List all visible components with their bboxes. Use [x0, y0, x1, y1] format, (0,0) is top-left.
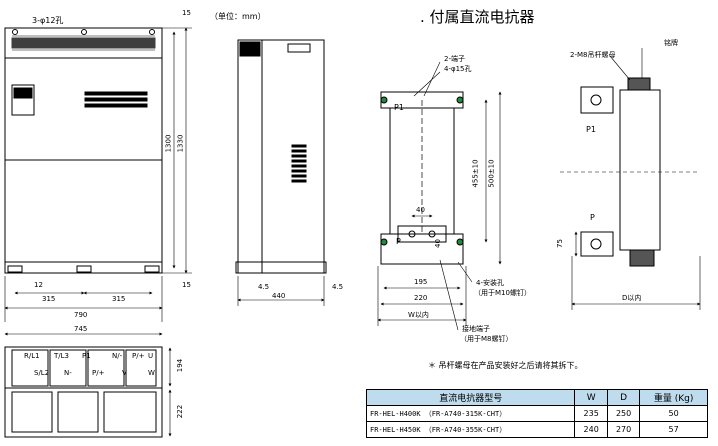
cell-model: FR-HEL-H400K （FR-A740-315K-CHT）	[365, 405, 576, 422]
reactor-side-view	[560, 77, 700, 267]
dim-reactor-455: 455±10	[471, 159, 480, 188]
dim-hole-offset: 12	[34, 281, 43, 289]
reactor-spec-table: 直流电抗器型号 W D 重量 (Kg) FR-HEL-H400K （FR-A74…	[365, 389, 708, 438]
cell-w: 235	[574, 405, 608, 422]
inverter-front-view	[4, 27, 163, 274]
cell-w: 240	[574, 421, 608, 438]
label-side-p1: P1	[586, 125, 596, 134]
dim-reactor-220: 220	[414, 294, 428, 302]
terminal-p-plus: P/+	[132, 352, 145, 360]
terminal-r-l1: R/L1	[24, 352, 40, 360]
label-reactor-p: P	[396, 237, 401, 246]
dim-side-75: 75	[555, 239, 564, 248]
terminal-n-minus: N/-	[112, 352, 123, 360]
removal-note: ＊ 吊杆螺母在产品安装好之后请将其拆下。	[428, 361, 583, 370]
cell-d: 250	[606, 405, 641, 422]
terminal-s-l2: S/L2	[34, 369, 50, 377]
dim-reactor-195: 195	[414, 278, 428, 286]
dim-bottom-h2: 222	[176, 404, 185, 419]
label-eyebolt: 2-M8吊杆螺母	[570, 51, 616, 59]
label-side-p: P	[590, 213, 595, 222]
reactor-front-view	[380, 91, 464, 265]
table-header-row: 直流电抗器型号 W D 重量 (Kg)	[365, 389, 708, 406]
dim-bottom-h1: 194	[176, 358, 185, 373]
header-weight: 重量 (Kg)	[639, 389, 708, 406]
dim-half-span-right: 315	[112, 295, 126, 303]
terminal-p-plus-2: P/+	[92, 369, 105, 377]
dim-side-d: D以内	[622, 294, 642, 302]
cell-weight: 50	[639, 405, 708, 422]
header-w: W	[574, 389, 608, 406]
label-mount-hole-note: （用于M10螺钉）	[474, 289, 531, 297]
table-row: FR-HEL-H450K （FR-A740-355K-CHT） 240 270 …	[365, 421, 708, 438]
dim-bottom-margin: 15	[182, 281, 191, 289]
table-row: FR-HEL-H400K （FR-A740-315K-CHT） 235 250 …	[365, 405, 708, 422]
dim-height-inner: 1300	[164, 134, 173, 153]
dim-height-outer: 1330	[176, 134, 185, 153]
label-holes: 4-φ15孔	[444, 65, 472, 73]
label-ground-terminal: 接地端子	[462, 325, 490, 333]
terminal-w: W	[148, 369, 155, 377]
hole-label: 3-φ12孔	[32, 16, 64, 25]
dimension-lines	[4, 27, 701, 437]
label-reactor-p1: P1	[394, 103, 404, 112]
dim-bottom-width: 745	[74, 325, 88, 333]
cell-d: 270	[606, 421, 641, 438]
cell-model: FR-HEL-H450K （FR-A740-355K-CHT）	[365, 421, 576, 438]
inverter-side-view	[235, 39, 327, 274]
dim-width: 790	[74, 311, 88, 319]
terminal-n: N-	[64, 369, 72, 377]
terminal-v: V	[122, 369, 127, 377]
section-title: . 付属直流电抗器	[420, 8, 535, 26]
header-model: 直流电抗器型号	[365, 389, 576, 406]
dim-center-gap: 40	[416, 206, 425, 214]
unit-label: （单位：mm）	[210, 12, 266, 21]
dim-reactor-500: 500±10	[487, 159, 496, 188]
dim-reactor-w: W以内	[408, 311, 429, 319]
label-terminals: 2-端子	[444, 55, 465, 63]
dim-side-left: 4.5	[258, 283, 270, 291]
header-d: D	[606, 389, 641, 406]
label-ground-note: （用于M8螺钉）	[460, 335, 513, 343]
terminal-p1: P1	[82, 352, 91, 360]
dim-center-gap-2: 40	[433, 239, 442, 248]
dim-top-margin: 15	[182, 9, 191, 17]
dim-side-depth: 440	[272, 292, 286, 300]
dim-half-span-left: 315	[42, 295, 56, 303]
cell-weight: 57	[639, 421, 708, 438]
terminal-u: U	[148, 352, 154, 360]
label-nameplate: 铭牌	[664, 39, 678, 47]
terminal-t-l3: T/L3	[54, 352, 69, 360]
dim-side-right: 4.5	[332, 283, 344, 291]
inverter-bottom-view	[4, 346, 163, 438]
label-mount-hole: 4-安装孔	[476, 279, 504, 287]
